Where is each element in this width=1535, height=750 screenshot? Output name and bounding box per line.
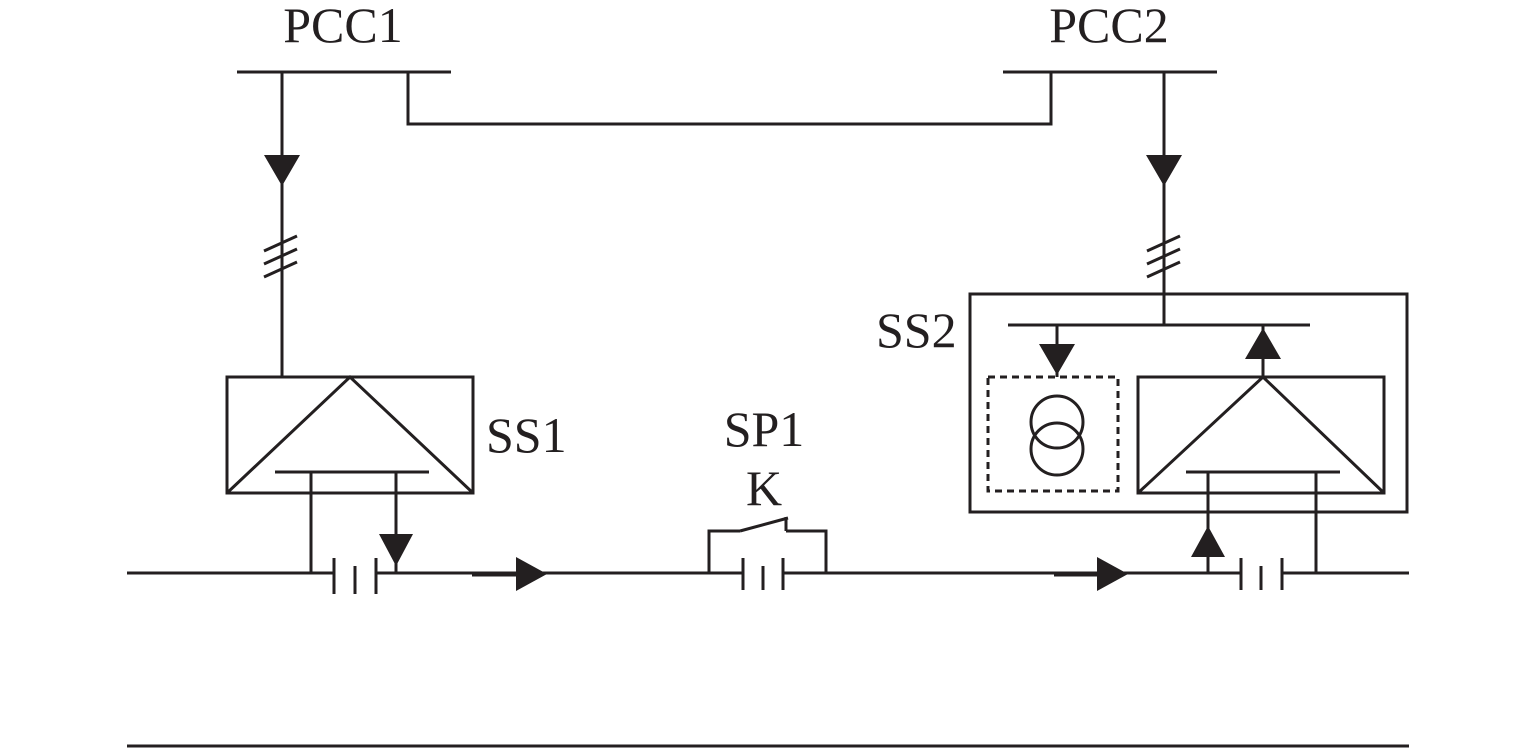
three-phase-mark-right — [1146, 234, 1181, 279]
insulator-ss2 — [1239, 558, 1284, 590]
pcc-tie-line — [406, 72, 1053, 126]
pcc2-label: PCC2 — [1049, 0, 1169, 53]
sp1-label: SP1 — [724, 401, 805, 457]
ss2-output-leads — [1206, 472, 1318, 573]
ss2-output-arrow — [1191, 526, 1225, 557]
ss1-converter-box — [225, 374, 475, 495]
ss2-transformer-arrow — [1039, 344, 1075, 375]
catenary-arrow-left — [472, 557, 547, 591]
ss1-output-arrow — [379, 534, 413, 566]
ss2-converter-box — [1136, 374, 1386, 495]
pcc1-label: PCC1 — [283, 0, 403, 53]
switch-k — [707, 516, 828, 573]
ss2-transformer-box — [986, 375, 1120, 493]
insulator-sp1 — [741, 558, 785, 590]
three-phase-mark-left — [263, 234, 298, 279]
ss2-converter-arrow — [1245, 328, 1281, 359]
catenary-arrow-right — [1054, 557, 1128, 591]
ss2-enclosure — [968, 292, 1409, 514]
ss2-label: SS2 — [876, 302, 957, 358]
feeder-pcc2-arrow — [1146, 155, 1182, 186]
insulator-ss1 — [332, 558, 378, 594]
feeder-pcc1-arrow — [264, 155, 300, 186]
ss1-label: SS1 — [486, 407, 567, 463]
transformer-icon — [1029, 394, 1085, 477]
switch-k-label: K — [746, 460, 782, 516]
ss1-output-leads — [309, 472, 398, 573]
